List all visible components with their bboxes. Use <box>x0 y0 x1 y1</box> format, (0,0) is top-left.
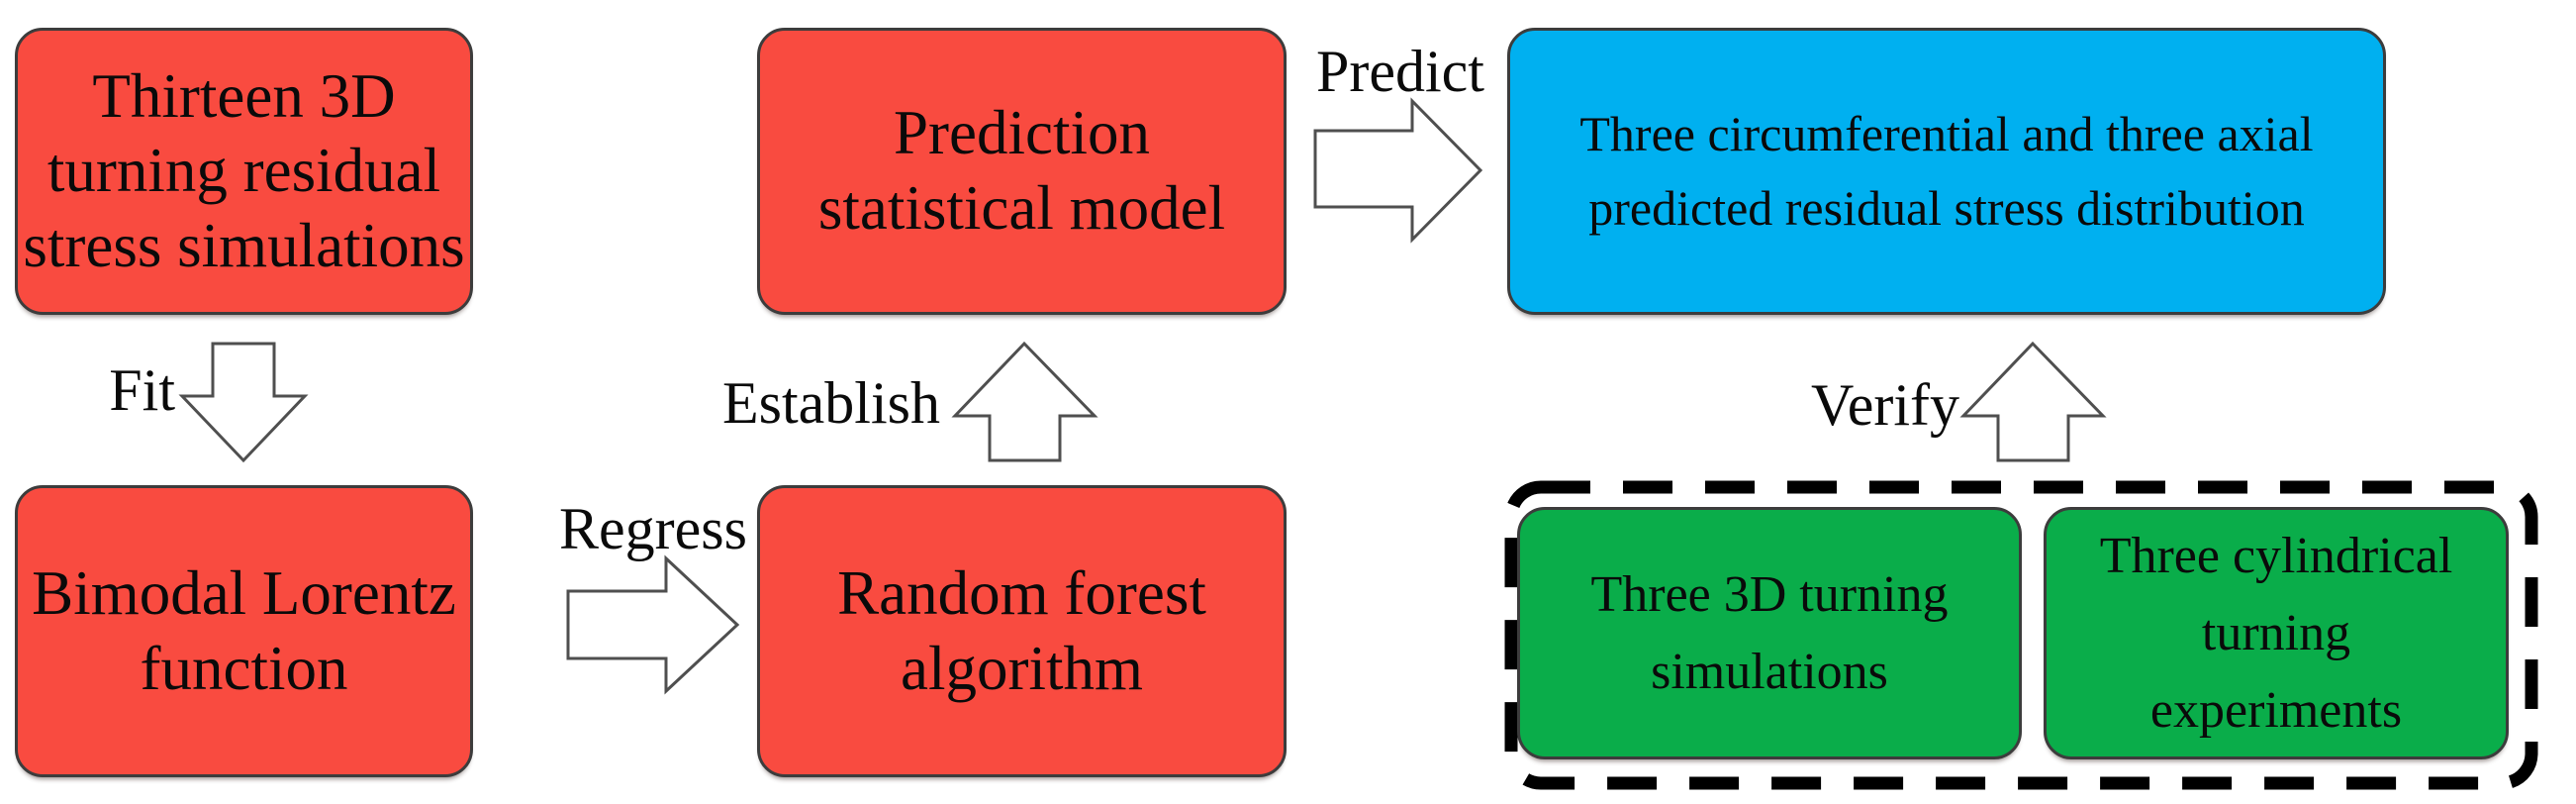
box-prediction-model: Prediction statistical model <box>757 28 1287 315</box>
box-bimodal-lorentz: Bimodal Lorentz function <box>15 485 473 777</box>
box-predicted-distribution-label: Three circumferential and three axial pr… <box>1579 106 2314 236</box>
regress-arrow-label: Regress <box>559 496 747 561</box>
box-random-forest: Random forest algorithm <box>757 485 1287 777</box>
box-cylindrical-experiments: Three cylindrical turning experiments <box>2044 507 2509 759</box>
box-predicted-distribution: Three circumferential and three axial pr… <box>1507 28 2386 315</box>
box-thirteen-simulations: Thirteen 3D turning residual stress simu… <box>15 28 473 315</box>
validation-group-dashed-border <box>1504 480 2538 790</box>
arrow-up-icon <box>1959 341 2107 462</box>
box-prediction-model-label: Prediction statistical model <box>817 98 1226 243</box>
fit-arrow-label: Fit <box>109 357 175 423</box>
verify-arrow-label: Verify <box>1811 372 1959 438</box>
arrow-up-icon <box>951 341 1098 462</box>
establish-arrow-label: Establish <box>722 370 940 436</box>
box-bimodal-lorentz-label: Bimodal Lorentz function <box>32 557 456 703</box>
predict-arrow-label: Predict <box>1316 39 1484 104</box>
box-thirteen-simulations-label: Thirteen 3D turning residual stress simu… <box>23 60 465 280</box>
arrow-right-icon <box>566 554 740 695</box>
box-three-3d-simulations-label: Three 3D turning simulations <box>1590 565 1949 700</box>
arrow-right-icon <box>1313 97 1483 244</box>
box-random-forest-label: Random forest algorithm <box>837 557 1206 703</box>
box-cylindrical-experiments-label: Three cylindrical turning experiments <box>2099 527 2453 739</box>
arrow-down-icon <box>178 342 309 463</box>
box-three-3d-simulations: Three 3D turning simulations <box>1517 507 2022 759</box>
